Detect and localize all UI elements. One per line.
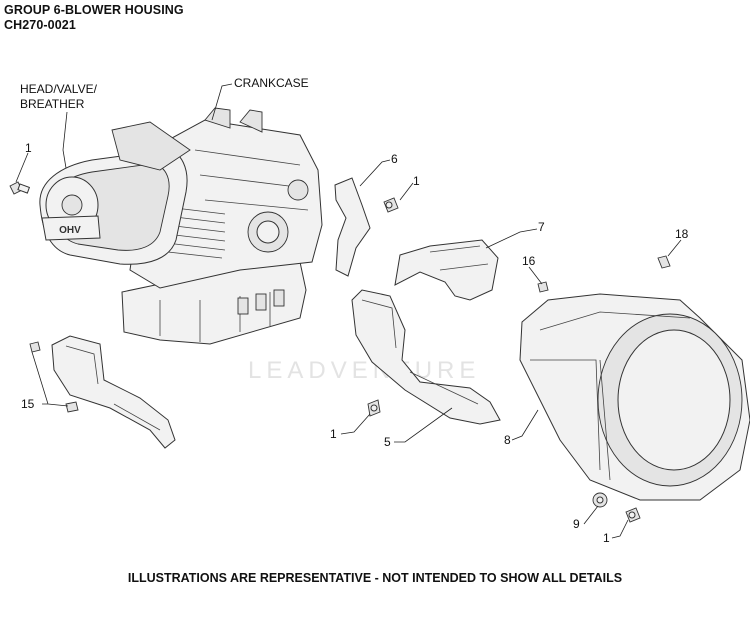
callout-head-valve-breather: HEAD/VALVE/ BREATHER <box>20 82 100 111</box>
engine-logo-text: OHV <box>59 225 81 236</box>
callout-7: 7 <box>538 220 545 234</box>
callout-8: 8 <box>504 433 511 447</box>
callout-1-upper-screw: 1 <box>413 174 420 188</box>
callout-crankcase: CRANKCASE <box>234 76 309 90</box>
callout-head-valve-breather-line2: BREATHER <box>20 97 85 111</box>
callout-1-right-screw: 1 <box>603 531 610 545</box>
diagram-code: CH270-0021 <box>4 18 76 32</box>
callout-15: 15 <box>21 397 35 411</box>
callout-head-valve-breather-line1: HEAD/VALVE/ <box>20 82 98 96</box>
callout-6: 6 <box>391 152 398 166</box>
screw-part-1-lower <box>367 399 381 417</box>
callout-18: 18 <box>675 227 689 241</box>
part-8-blower-housing <box>519 293 750 501</box>
part-9-nut <box>592 492 608 508</box>
engine-assembly: OHV <box>39 107 323 345</box>
screw-part-15-lower <box>65 401 79 413</box>
part-16-nut <box>537 281 549 293</box>
screw-part-1-head <box>9 181 31 195</box>
disclaimer-footer: ILLUSTRATIONS ARE REPRESENTATIVE - NOT I… <box>127 571 623 585</box>
part-15-side-baffle <box>51 335 176 449</box>
callout-1-lower-screw: 1 <box>330 427 337 441</box>
callout-16: 16 <box>522 254 536 268</box>
callout-5: 5 <box>384 435 391 449</box>
diagram-title: GROUP 6-BLOWER HOUSING <box>4 3 184 17</box>
callout-1-head-screw: 1 <box>25 141 32 155</box>
callout-9: 9 <box>573 517 580 531</box>
screw-part-1-upper <box>383 197 399 213</box>
part-7-bracket <box>394 239 499 301</box>
part-5-air-shroud <box>351 289 501 425</box>
part-18-clip <box>657 255 671 269</box>
watermark-text: LEADVENTURE <box>248 357 480 384</box>
screw-part-1-right <box>625 507 641 523</box>
screw-part-15-upper <box>29 341 41 353</box>
part-6-bracket <box>334 177 371 277</box>
